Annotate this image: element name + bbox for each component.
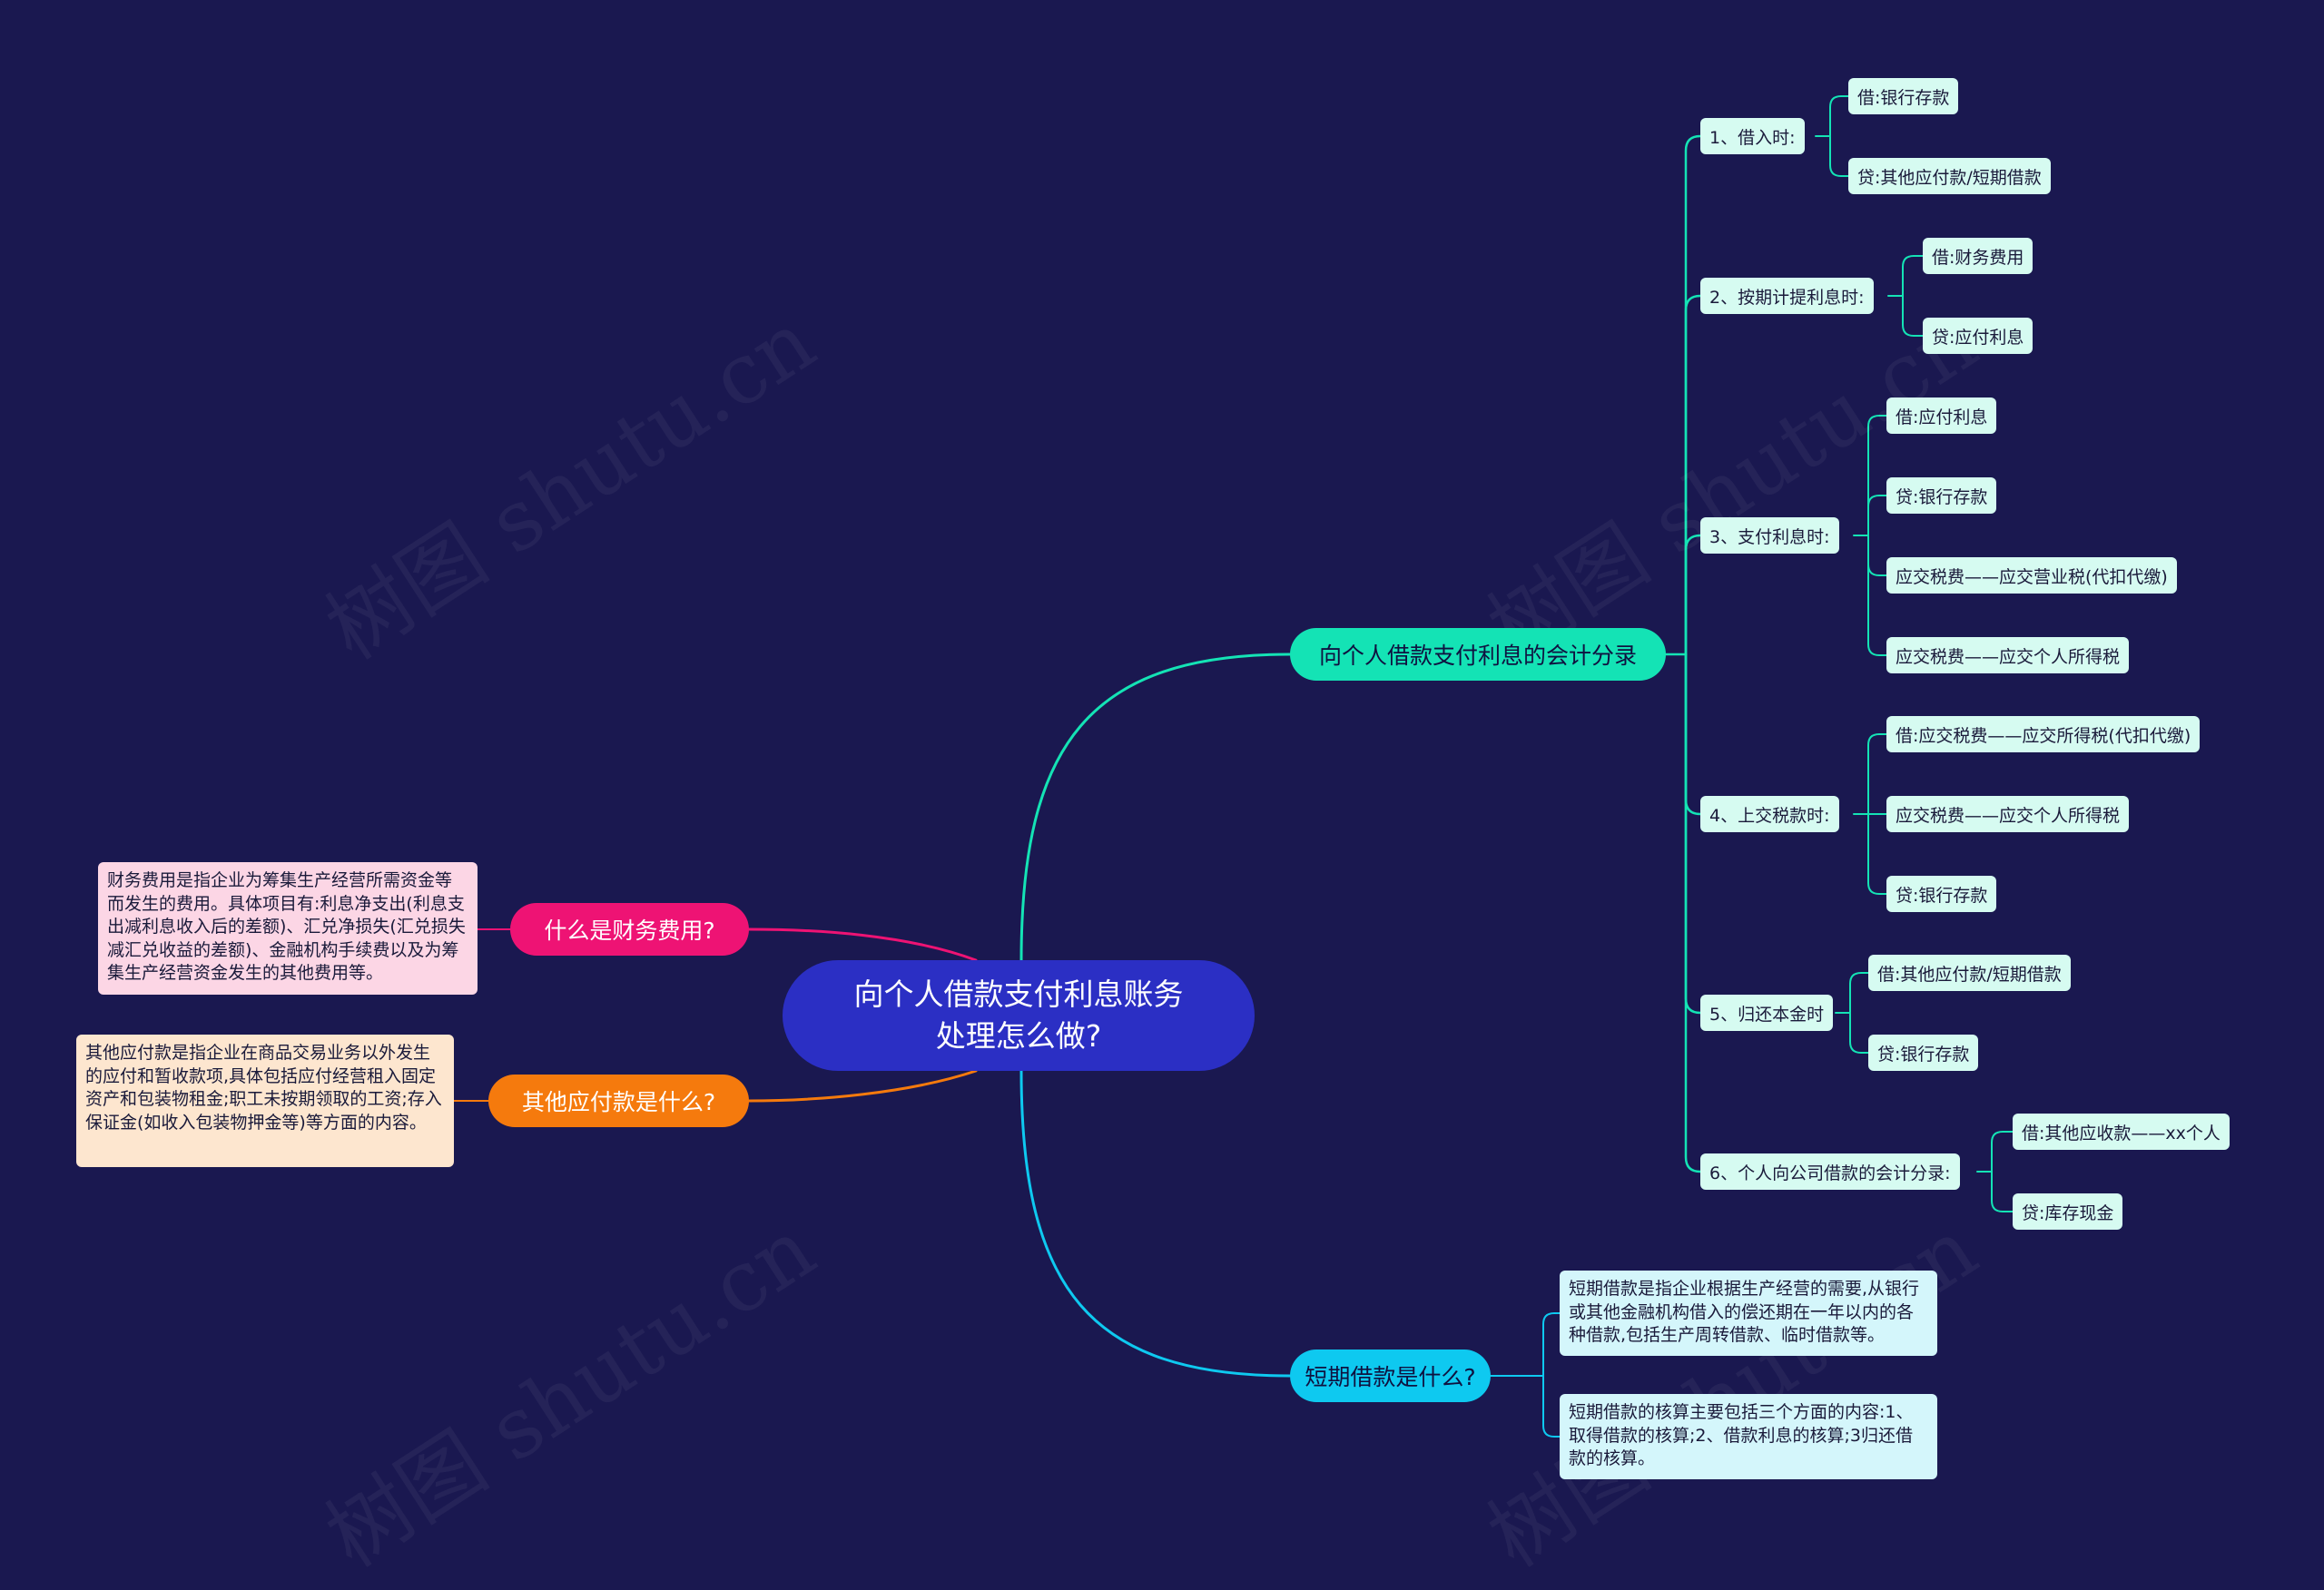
branch-label: 其他应付款是什么? (521, 1089, 716, 1115)
leaf-entry[interactable]: 贷:银行存款 (1868, 1035, 1979, 1071)
sub-to-leaf-link (1867, 733, 1887, 815)
branch-label: 什么是财务费用? (544, 918, 715, 944)
leaf-entry[interactable]: 借:其他应收款——xx个人 (2013, 1114, 2230, 1150)
short-loan-desc-link (1542, 1375, 1561, 1438)
sub-item-company-loan[interactable]: 6、个人向公司借款的会计分录: (1700, 1153, 1960, 1190)
leaf-entry[interactable]: 借:银行存款 (1848, 78, 1959, 114)
leaf-entry[interactable]: 贷:库存现金 (2013, 1193, 2123, 1230)
root-to-other-payable-link (747, 1069, 978, 1103)
other-payable-definition: 其他应付款是指企业在商品交易业务以外发生的应付和暂收款项,具体包括应付经营租入固… (76, 1035, 454, 1167)
sub-to-leaf-link (1902, 295, 1924, 337)
sub-to-leaf-link (1829, 95, 1849, 137)
leaf-entry[interactable]: 贷:银行存款 (1886, 876, 1997, 912)
leaf-entry[interactable]: 借:财务费用 (1923, 238, 2034, 274)
short-loan-desc-link (1542, 1312, 1561, 1377)
branch-label: 向个人借款支付利息的会计分录 (1318, 643, 1637, 669)
branch-accounting-entries[interactable]: 向个人借款支付利息的会计分录 (1290, 628, 1666, 681)
branch-finance-cost[interactable]: 什么是财务费用? (510, 903, 749, 956)
accounting-sub-link (1684, 653, 1702, 1015)
accounting-sub-link (1684, 653, 1702, 816)
sub-to-leaf-link (1867, 415, 1887, 536)
sub-to-leaf-link (1867, 495, 1887, 536)
branch-label: 短期借款是什么? (1305, 1364, 1476, 1390)
root-to-short-loan-link (1019, 1069, 1292, 1378)
leaf-entry[interactable]: 借:其他应付款/短期借款 (1868, 955, 2071, 991)
sub-item-repay-principal[interactable]: 5、归还本金时 (1700, 995, 1834, 1031)
leaf-entry[interactable]: 应交税费——应交营业税(代扣代缴) (1886, 557, 2177, 594)
sub-to-leaf-link (1902, 255, 1924, 297)
sub-item-pay-interest[interactable]: 3、支付利息时: (1700, 517, 1839, 554)
leaf-entry[interactable]: 贷:银行存款 (1886, 477, 1997, 514)
sub-to-leaf-link (1867, 813, 1887, 895)
short-loan-accounting: 短期借款的核算主要包括三个方面的内容:1、取得借款的核算;2、借款利息的核算;3… (1560, 1394, 1937, 1479)
sub-to-leaf-link (1867, 535, 1887, 576)
leaf-entry[interactable]: 贷:应付利息 (1923, 318, 2034, 354)
leaf-entry[interactable]: 借:应付利息 (1886, 398, 1997, 434)
branch-other-payable[interactable]: 其他应付款是什么? (488, 1075, 749, 1127)
accounting-sub-link (1684, 653, 1702, 1173)
finance-cost-definition: 财务费用是指企业为筹集生产经营所需资金等而发生的费用。具体项目有:利息净支出(利… (98, 862, 478, 995)
accounting-sub-link (1684, 294, 1702, 656)
root-title: 向个人借款支付利息账务 处理怎么做? (854, 974, 1184, 1057)
sub-to-leaf-link (1867, 535, 1887, 656)
root-title-line2: 处理怎么做? (935, 1018, 1102, 1054)
branch-short-loan[interactable]: 短期借款是什么? (1290, 1350, 1491, 1402)
sub-item-borrow[interactable]: 1、借入时: (1700, 118, 1805, 154)
leaf-entry[interactable]: 借:应交税费——应交所得税(代扣代缴) (1886, 716, 2201, 752)
sub-item-accrue-interest[interactable]: 2、按期计提利息时: (1700, 278, 1874, 314)
root-node[interactable]: 向个人借款支付利息账务 处理怎么做? (783, 960, 1255, 1071)
accounting-sub-link (1684, 534, 1702, 656)
sub-to-leaf-link (1991, 1131, 2014, 1173)
leaf-entry[interactable]: 应交税费——应交个人所得税 (1886, 796, 2130, 832)
leaf-entry[interactable]: 应交税费——应交个人所得税 (1886, 637, 2130, 673)
sub-to-leaf-link (1991, 1171, 2014, 1212)
leaf-entry[interactable]: 贷:其他应付款/短期借款 (1848, 158, 2051, 194)
short-loan-definition: 短期借款是指企业根据生产经营的需要,从银行或其他金融机构借入的偿还期在一年以内的… (1560, 1271, 1937, 1356)
sub-to-leaf-link (1849, 1012, 1869, 1054)
sub-to-leaf-link (1849, 972, 1869, 1014)
root-to-accounting-link (1019, 653, 1292, 962)
sub-item-pay-tax[interactable]: 4、上交税款时: (1700, 796, 1839, 832)
root-title-line1: 向个人借款支付利息账务 (853, 977, 1184, 1012)
accounting-sub-link (1684, 134, 1702, 656)
root-to-finance-cost-link (747, 928, 978, 962)
sub-to-leaf-link (1829, 135, 1849, 177)
